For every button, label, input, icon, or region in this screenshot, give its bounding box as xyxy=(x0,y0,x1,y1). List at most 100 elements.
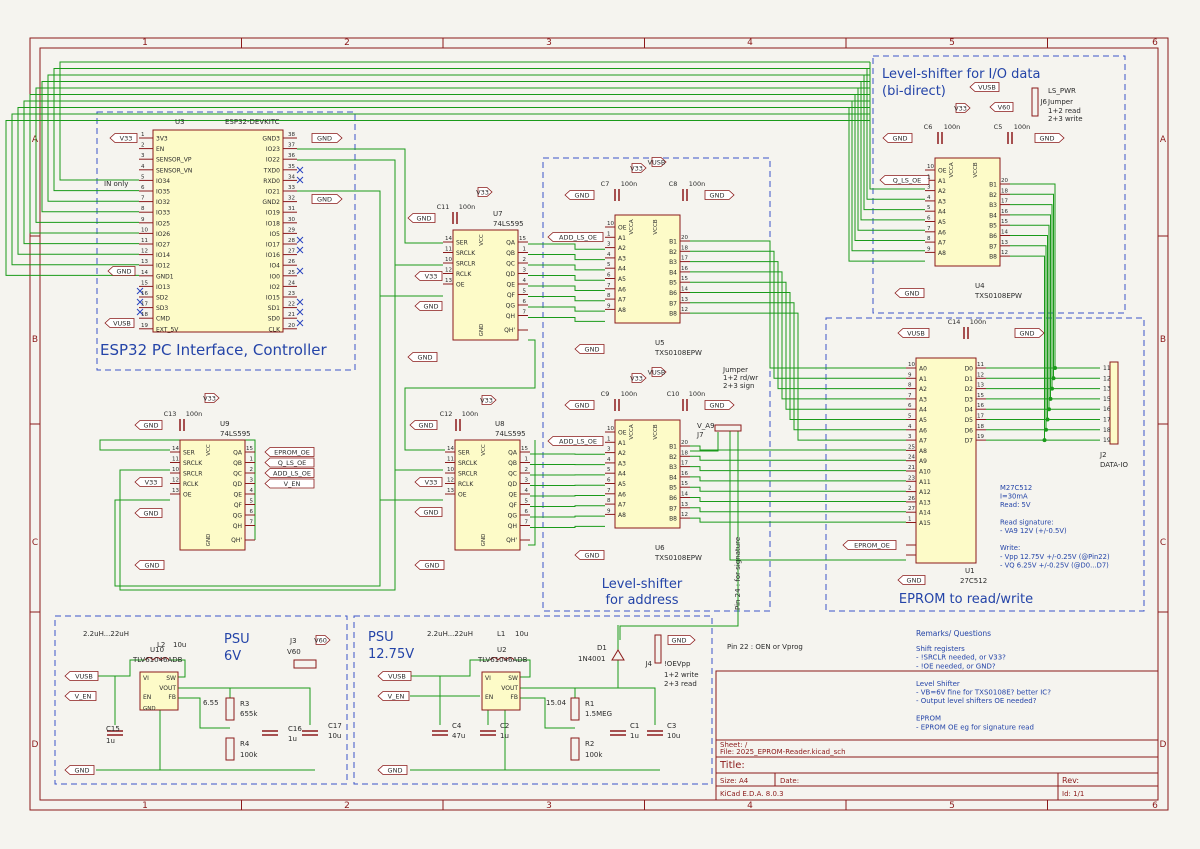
u1-pin-name: D4 xyxy=(965,407,974,414)
u9-74ls595-vcc: VCC xyxy=(206,444,212,456)
u4-to-eprom-data xyxy=(986,245,1047,431)
u4-txs0108-pin-num: 3 xyxy=(927,185,931,191)
u8-74ls595-pin-num: 10 xyxy=(447,467,454,473)
u1-pin-name: D1 xyxy=(965,376,974,383)
r4-val: 100k xyxy=(240,751,258,759)
u4-txs0108-pin-name: A3 xyxy=(938,198,946,205)
eprom-info-1: I=30mA xyxy=(1000,493,1028,501)
u4-txs0108-pin-num: 5 xyxy=(927,205,931,211)
no-connect xyxy=(296,308,304,316)
u9-74ls595-pin-num: 6 xyxy=(250,509,254,515)
c9-cap-val: 100n xyxy=(621,390,638,398)
psu6-rail xyxy=(230,687,311,725)
d1-val: 1N4001 xyxy=(578,655,606,663)
u8-74ls595-vcc: VCC xyxy=(481,444,487,456)
eprom-info-4: Read signature: xyxy=(1000,518,1054,526)
u7-74ls595-pin-name: QF xyxy=(507,292,516,299)
u3-pin-num: 11 xyxy=(141,238,148,244)
v60-label-psu6 xyxy=(315,635,331,645)
c9-cap-ref: C9 xyxy=(601,390,610,398)
u5-to-eprom xyxy=(690,281,906,410)
u5-txs0108-pin-name: B8 xyxy=(669,311,677,318)
u4-txs0108-pin-num: 15 xyxy=(1001,219,1008,225)
u3-pin-num: 10 xyxy=(141,227,148,233)
u5-txs0108-pin-name: A6 xyxy=(618,286,626,293)
u4-txs0108-pin-num: 12 xyxy=(1001,250,1008,256)
u7-to-u5 xyxy=(528,264,605,271)
u7-to-u5 xyxy=(528,317,605,322)
u8-74ls595-pin-name: SRCLK xyxy=(458,460,478,467)
u3-pin-num: 25 xyxy=(288,270,295,276)
u4-txs0108-pin-name: B7 xyxy=(989,243,997,250)
u5-txs0108-pin-name: A1 xyxy=(618,235,626,242)
u6-txs0108-pin-num: 6 xyxy=(607,478,611,484)
gnd-label-u6-bot-text: GND xyxy=(585,552,600,560)
u1-pin-name: A3 xyxy=(919,396,927,403)
junction xyxy=(1042,438,1047,443)
annotations: ESP32 PC Interface, ControllerLevel-shif… xyxy=(75,67,1129,798)
u3-pin-num: 3 xyxy=(141,153,145,159)
u6-txs0108-vccb: VCCB xyxy=(653,424,659,439)
u3-pin-name: IO16 xyxy=(266,252,280,259)
add-ls-oe-label-u5-text: ADD_LS_OE xyxy=(559,234,597,242)
vusb-label-u3 xyxy=(104,318,135,328)
u1-pin-num: 24 xyxy=(908,455,915,461)
j6-line1: 1+2 read xyxy=(1048,107,1081,115)
u5-txs0108-pin-num: 8 xyxy=(607,293,611,299)
u6-txs0108-pin-num: 18 xyxy=(681,450,688,456)
gnd-label-u1-cap xyxy=(1014,328,1045,338)
c17-ref: C17 xyxy=(328,722,342,730)
u3-pin-name: IO17 xyxy=(266,242,280,249)
u5-txs0108-pin-name: B5 xyxy=(669,280,677,287)
u6-txs0108-pin-num: 16 xyxy=(681,471,688,477)
u6-txs0108-pin-num: 14 xyxy=(681,492,688,498)
u7-74ls595-qh: QH' xyxy=(504,327,515,334)
u1-pin-num: 11 xyxy=(977,362,984,368)
r1-val: 1.5MEG xyxy=(585,710,612,718)
u6-txs0108-pin-num: 3 xyxy=(607,447,611,453)
j2-data-io-connector xyxy=(1109,361,1119,445)
addr-group-subtitle: for address xyxy=(605,593,678,608)
u10-pin-0: VI xyxy=(143,675,149,682)
u1-pin-name: A11 xyxy=(919,479,931,486)
ven-label-psu12 xyxy=(377,691,410,701)
u3-pin-name: SD1 xyxy=(268,305,280,312)
u6-to-eprom xyxy=(690,486,906,492)
u1-pin-num: 27 xyxy=(908,506,915,512)
l2-inductor xyxy=(144,657,170,661)
u5-txs0108-part: TXS0108EPW xyxy=(654,349,702,357)
u4-txs0108-pin-num: 17 xyxy=(1001,199,1008,205)
j3-val: V60 xyxy=(287,648,301,656)
u7-74ls595-pin-num: 5 xyxy=(523,289,527,295)
remarks-line-5: - VB=6V fine for TXS0108E? better IC? xyxy=(916,689,1051,697)
j7-title: Jumper xyxy=(722,366,748,374)
psu12-subtitle: 12.75V xyxy=(368,647,414,662)
vusb-label-u5-text: VUSB xyxy=(648,159,666,167)
u5-txs0108-pin-name: A3 xyxy=(618,255,626,262)
u4-txs0108 xyxy=(934,157,1001,267)
u9-74ls595-pin-num: 2 xyxy=(250,467,254,473)
u3-pin-num: 17 xyxy=(141,302,148,308)
border-col-3: 3 xyxy=(546,38,552,48)
u5-txs0108-pin-num: 7 xyxy=(607,283,611,289)
u9-out-label-3-text: V_EN xyxy=(284,480,301,488)
u4-txs0108-pin-name: B5 xyxy=(989,223,997,230)
u7-to-u5 xyxy=(528,306,605,312)
u3-pin-name: IO15 xyxy=(266,295,280,302)
u9-74ls595-pin-name: QC xyxy=(233,471,242,478)
psu6-vout xyxy=(178,687,231,698)
u4-txs0108-pin-name: B2 xyxy=(989,192,997,199)
u6-txs0108-pin-name: B8 xyxy=(669,516,677,523)
j7-connector xyxy=(714,424,742,432)
u9-74ls595-pin-name: QB xyxy=(233,460,242,467)
u7-74ls595 xyxy=(452,229,519,341)
u10-pin-r0: SW xyxy=(166,675,176,682)
u9-74ls595-pin-name: QF xyxy=(234,502,243,509)
u8-74ls595-pin-name: QB xyxy=(508,460,517,467)
u3-pin-name: RXD0 xyxy=(263,178,280,185)
u6-txs0108-pin-name: A3 xyxy=(618,460,626,467)
esp-io-bus xyxy=(53,68,870,192)
u4-txs0108-pin-name: A4 xyxy=(938,209,946,216)
esp-io-bus xyxy=(47,74,870,202)
u7-74ls595-pin-num: 10 xyxy=(445,257,452,263)
